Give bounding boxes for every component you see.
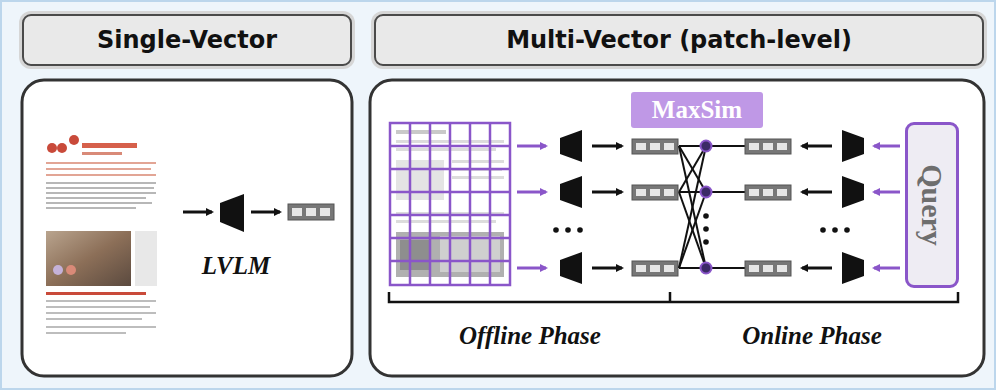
- offline-encoders: [517, 130, 622, 284]
- online-encoders: [802, 130, 900, 284]
- match-dots: [701, 141, 712, 274]
- patch-grid-document: [390, 123, 510, 285]
- section-tab: Single-Vector: [22, 14, 352, 66]
- node-text: Query: [915, 164, 949, 246]
- node-text: Single-Vector: [97, 26, 277, 54]
- patch-vectors: [632, 139, 678, 276]
- phase-label: Offline Phase: [459, 322, 601, 350]
- section-tab: Multi-Vector (patch-level): [374, 14, 984, 66]
- phase-label: Online Phase: [742, 322, 882, 350]
- node-text: MaxSim: [652, 96, 742, 124]
- document-thumbnail: [40, 125, 165, 347]
- model-label: LVLM: [202, 252, 271, 280]
- query-box: Query: [905, 122, 959, 288]
- embedding-vector: [288, 204, 334, 220]
- node-text: Multi-Vector (patch-level): [506, 26, 852, 54]
- query-vectors: [745, 139, 791, 276]
- maxsim-box: MaxSim: [631, 92, 763, 128]
- maxsim-links: [679, 146, 745, 268]
- phase-bracket: [389, 292, 958, 302]
